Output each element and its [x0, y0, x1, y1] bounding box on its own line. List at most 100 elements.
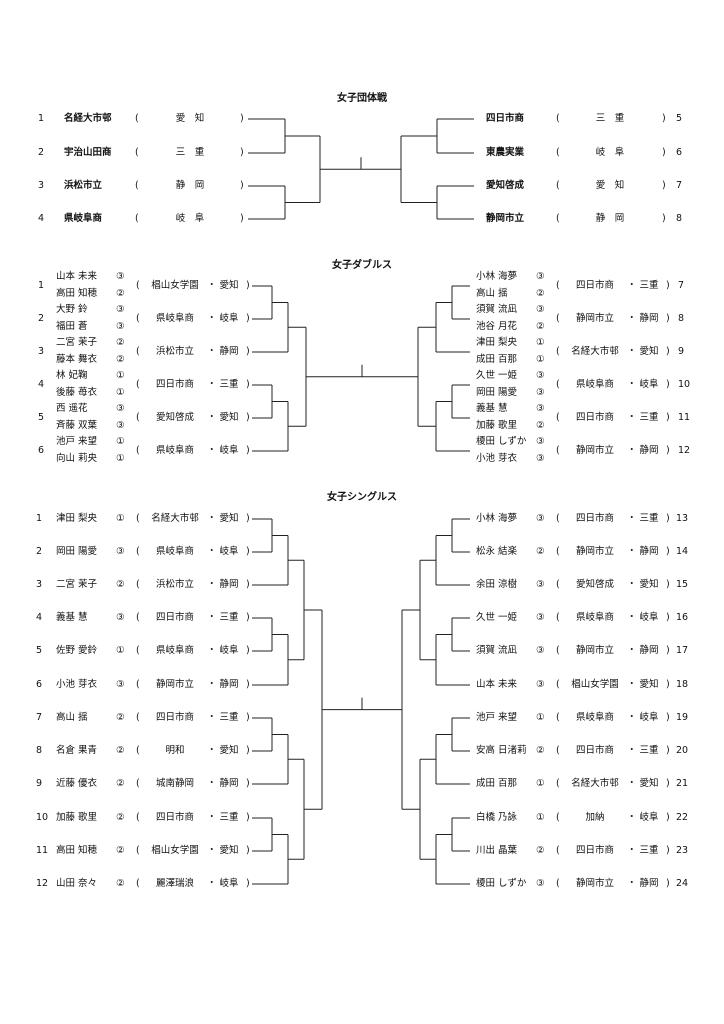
player-name: 加藤 歌里: [56, 812, 98, 823]
paren-open: (: [136, 745, 140, 756]
school-name: 四日市商: [575, 280, 614, 291]
pref-name: 三重: [639, 280, 659, 291]
separator: ・: [627, 412, 637, 423]
player-name: 須賀 流凪: [476, 304, 518, 315]
entry-number: 20: [676, 745, 689, 756]
grade-mark: ②: [116, 579, 125, 590]
school-name: 四日市商: [155, 379, 194, 390]
entry-number: 1: [38, 280, 45, 291]
paren-close: ): [246, 645, 250, 656]
grade-mark: ③: [536, 370, 545, 381]
pref-name: 岐阜: [219, 546, 239, 557]
team-name: 東農実業: [486, 147, 525, 158]
paren-open: (: [556, 280, 560, 291]
separator: ・: [627, 579, 637, 590]
entry-number: 5: [676, 113, 683, 124]
entry-number: 5: [38, 412, 45, 423]
paren-close: ): [666, 612, 670, 623]
paren-close: ): [666, 745, 670, 756]
school-name: 浜松市立: [155, 579, 194, 590]
separator: ・: [627, 379, 637, 390]
grade-mark: ①: [536, 812, 545, 823]
paren-close: ): [240, 147, 244, 158]
team-pref: 静 岡: [175, 180, 205, 191]
paren-open: (: [556, 346, 560, 357]
separator: ・: [207, 712, 217, 723]
player-name: 津田 梨央: [56, 513, 98, 524]
paren-close: ): [246, 612, 250, 623]
grade-mark: ②: [536, 546, 545, 557]
player-name: 山本 未来: [476, 679, 518, 690]
pref-name: 三重: [219, 379, 239, 390]
paren-open: (: [556, 878, 560, 889]
grade-mark: ①: [116, 513, 125, 524]
paren-close: ): [666, 445, 670, 456]
paren-close: ): [666, 679, 670, 690]
player-name: 成田 百那: [476, 778, 518, 789]
school-name: 県岐阜商: [155, 645, 194, 656]
paren-open: (: [136, 346, 140, 357]
pref-name: 三重: [639, 745, 659, 756]
team-title: 女子団体戦: [337, 93, 387, 104]
player-name: 向山 莉央: [56, 453, 98, 464]
player-name: 白橋 乃詠: [476, 812, 518, 823]
paren-open: (: [136, 379, 140, 390]
player-name: 福田 蒼: [56, 321, 88, 332]
player-name: 池谷 月花: [476, 321, 518, 332]
team-pref: 岐 阜: [595, 147, 625, 158]
player-name: 義基 慧: [56, 612, 88, 623]
grade-mark: ①: [116, 370, 125, 381]
pref-name: 静岡: [639, 546, 659, 557]
school-name: 静岡市立: [575, 445, 614, 456]
entry-number: 12: [36, 878, 49, 889]
player-name: 久世 一姫: [476, 612, 518, 623]
grade-mark: ②: [116, 712, 125, 723]
pref-name: 岐阜: [219, 313, 239, 324]
entry-number: 6: [676, 147, 683, 158]
pref-name: 愛知: [639, 778, 659, 789]
player-name: 大野 鈴: [56, 304, 88, 315]
paren-close: ): [246, 280, 250, 291]
paren-open: (: [136, 513, 140, 524]
player-name: 池戸 来望: [476, 712, 518, 723]
school-name: 名経大市邨: [151, 513, 199, 524]
paren-close: ): [666, 845, 670, 856]
separator: ・: [207, 645, 217, 656]
entry-number: 11: [678, 412, 691, 423]
team-pref: 愛 知: [595, 180, 625, 191]
school-name: 静岡市立: [155, 679, 194, 690]
paren-close: ): [662, 147, 666, 158]
player-name: 小池 芽衣: [56, 679, 98, 690]
pref-name: 愛知: [639, 346, 659, 357]
team-pref: 三 重: [175, 147, 205, 158]
player-name: 榎田 しずか: [476, 878, 527, 889]
entry-number: 7: [678, 280, 685, 291]
separator: ・: [207, 445, 217, 456]
entry-number: 1: [38, 113, 45, 124]
grade-mark: ①: [116, 387, 125, 398]
grade-mark: ②: [116, 354, 125, 365]
player-name: 小林 海夢: [476, 271, 518, 282]
school-name: 県岐阜商: [575, 379, 614, 390]
grade-mark: ③: [536, 453, 545, 464]
paren-open: (: [556, 745, 560, 756]
entry-number: 7: [36, 712, 43, 723]
separator: ・: [207, 346, 217, 357]
pref-name: 静岡: [639, 313, 659, 324]
entry-number: 9: [678, 346, 685, 357]
paren-close: ): [662, 180, 666, 191]
paren-close: ): [666, 412, 670, 423]
entry-number: 12: [678, 445, 691, 456]
grade-mark: ①: [536, 712, 545, 723]
entry-number: 3: [38, 180, 45, 191]
paren-open: (: [136, 645, 140, 656]
paren-open: (: [556, 845, 560, 856]
player-name: 二宮 茉子: [56, 579, 98, 590]
separator: ・: [627, 679, 637, 690]
paren-close: ): [666, 712, 670, 723]
separator: ・: [207, 878, 217, 889]
separator: ・: [207, 679, 217, 690]
player-name: 高山 揺: [56, 712, 88, 723]
pref-name: 静岡: [219, 346, 239, 357]
player-name: 佐野 愛鈴: [56, 645, 98, 656]
